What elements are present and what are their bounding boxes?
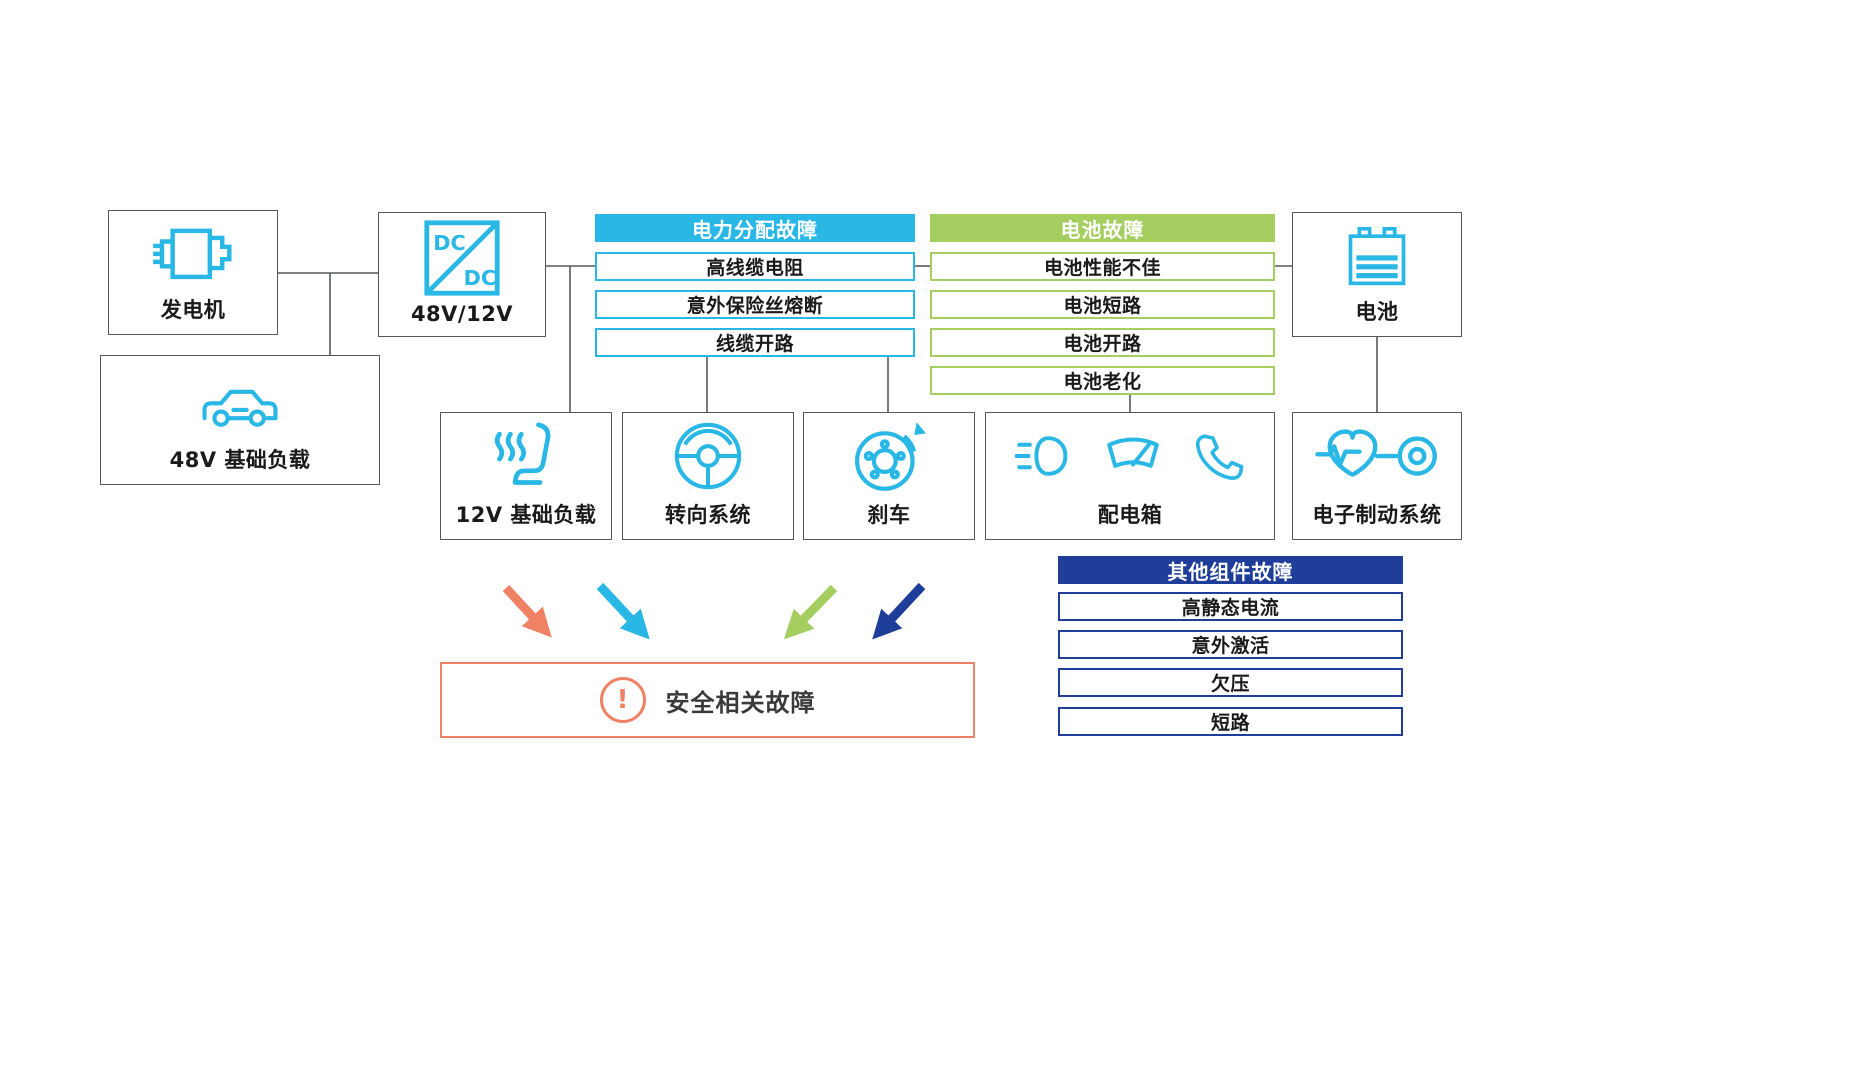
node-generator: 发电机 xyxy=(108,210,278,335)
distribution-box-label: 配电箱 xyxy=(1097,503,1163,527)
exclamation-icon: ! xyxy=(599,677,646,723)
base-load-12v-label: 12V 基础负载 xyxy=(455,503,597,527)
brake-label: 刹车 xyxy=(867,503,911,527)
base-load-48v-label: 48V 基础负载 xyxy=(169,448,311,472)
generator-label: 发电机 xyxy=(160,298,226,322)
fault-item-accidental-fuse-blow: 意外保险丝熔断 xyxy=(595,290,915,319)
fault-item-cable-open: 线缆开路 xyxy=(595,328,915,357)
arrow-navy xyxy=(872,582,926,640)
node-distribution-box: 配电箱 xyxy=(985,412,1275,540)
fault-item-short-circuit: 短路 xyxy=(1058,707,1403,736)
steering-label: 转向系统 xyxy=(665,503,751,527)
node-electronic-brake-system: 电子制动系统 xyxy=(1292,412,1462,540)
steering-wheel-icon xyxy=(674,422,742,490)
fault-item-high-cable-resistance: 高线缆电阻 xyxy=(595,252,915,281)
battery-icon xyxy=(1348,226,1406,285)
fault-item-high-quiescent-current: 高静态电流 xyxy=(1058,592,1403,621)
safety-fault-label: 安全相关故障 xyxy=(665,688,816,717)
power-fault-header: 电力分配故障 xyxy=(595,214,915,242)
safety-fault-box: ! 安全相关故障 xyxy=(440,662,975,738)
dcdc-icon: DC DC xyxy=(424,219,500,296)
fault-item-battery-aging: 电池老化 xyxy=(930,366,1275,395)
heart-pulse-target-icon xyxy=(1315,429,1437,477)
dc-label-bottom: DC xyxy=(464,266,497,290)
battery-label: 电池 xyxy=(1355,300,1399,324)
node-steering-system: 转向系统 xyxy=(622,412,794,540)
fault-item-undervoltage: 欠压 xyxy=(1058,668,1403,697)
node-brake: 刹车 xyxy=(803,412,975,540)
headlight-icon xyxy=(1014,436,1068,476)
fault-item-battery-open: 电池开路 xyxy=(930,328,1275,357)
fault-item-battery-poor-performance: 电池性能不佳 xyxy=(930,252,1275,281)
dcdc-label: 48V/12V xyxy=(410,302,514,326)
other-fault-header: 其他组件故障 xyxy=(1058,556,1403,584)
e-brake-label: 电子制动系统 xyxy=(1312,503,1442,527)
arrow-green xyxy=(783,584,838,640)
fault-item-battery-short: 电池短路 xyxy=(930,290,1275,319)
generator-icon xyxy=(153,228,232,279)
fault-item-accidental-activation: 意外激活 xyxy=(1058,630,1403,659)
phone-icon xyxy=(1195,434,1244,480)
arrow-orange xyxy=(502,584,552,638)
node-dcdc-converter: DC DC 48V/12V xyxy=(378,212,546,337)
battery-fault-header: 电池故障 xyxy=(930,214,1275,242)
wiper-icon xyxy=(1107,437,1159,468)
node-48v-base-load: 48V 基础负载 xyxy=(100,355,380,485)
heated-seat-icon xyxy=(494,422,551,485)
safety-arrows xyxy=(502,582,926,640)
node-12v-base-load: 12V 基础负载 xyxy=(440,412,612,540)
car-icon xyxy=(202,389,278,427)
dc-label-top: DC xyxy=(433,231,466,255)
arrow-cyan xyxy=(596,582,650,640)
brake-disc-icon xyxy=(854,422,926,491)
node-battery: 电池 xyxy=(1292,212,1462,337)
